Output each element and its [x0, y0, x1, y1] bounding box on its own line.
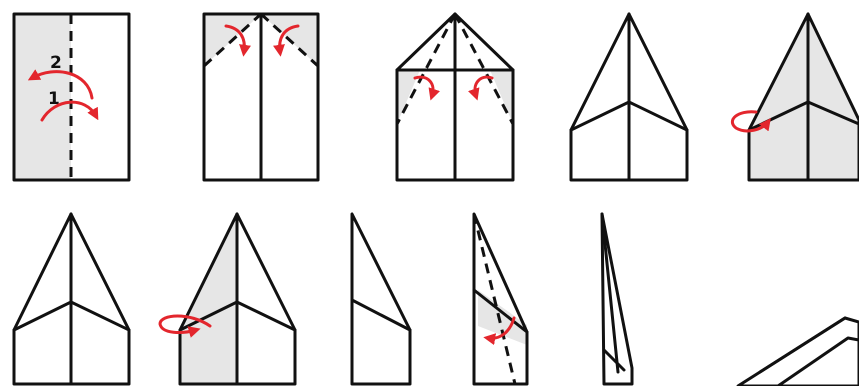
step-10-narrow-body	[602, 214, 632, 384]
step-2-fold-corners	[204, 14, 318, 180]
step-7-fold-in-half	[160, 214, 295, 384]
step-5-flip-over	[732, 14, 859, 180]
step-8-folded-profile	[352, 214, 410, 384]
step-11-finished-plane	[738, 318, 859, 386]
step-number-2: 2	[50, 53, 62, 73]
step-1-fold-in-half: 2 1	[14, 14, 129, 180]
fold-left-edge-arrow	[415, 77, 433, 96]
step-9-fold-wing	[474, 214, 527, 384]
step-4-pointed-nose	[571, 14, 687, 180]
step-6-pointed-nose-back	[14, 214, 129, 384]
step-3-fold-edges	[397, 14, 513, 180]
